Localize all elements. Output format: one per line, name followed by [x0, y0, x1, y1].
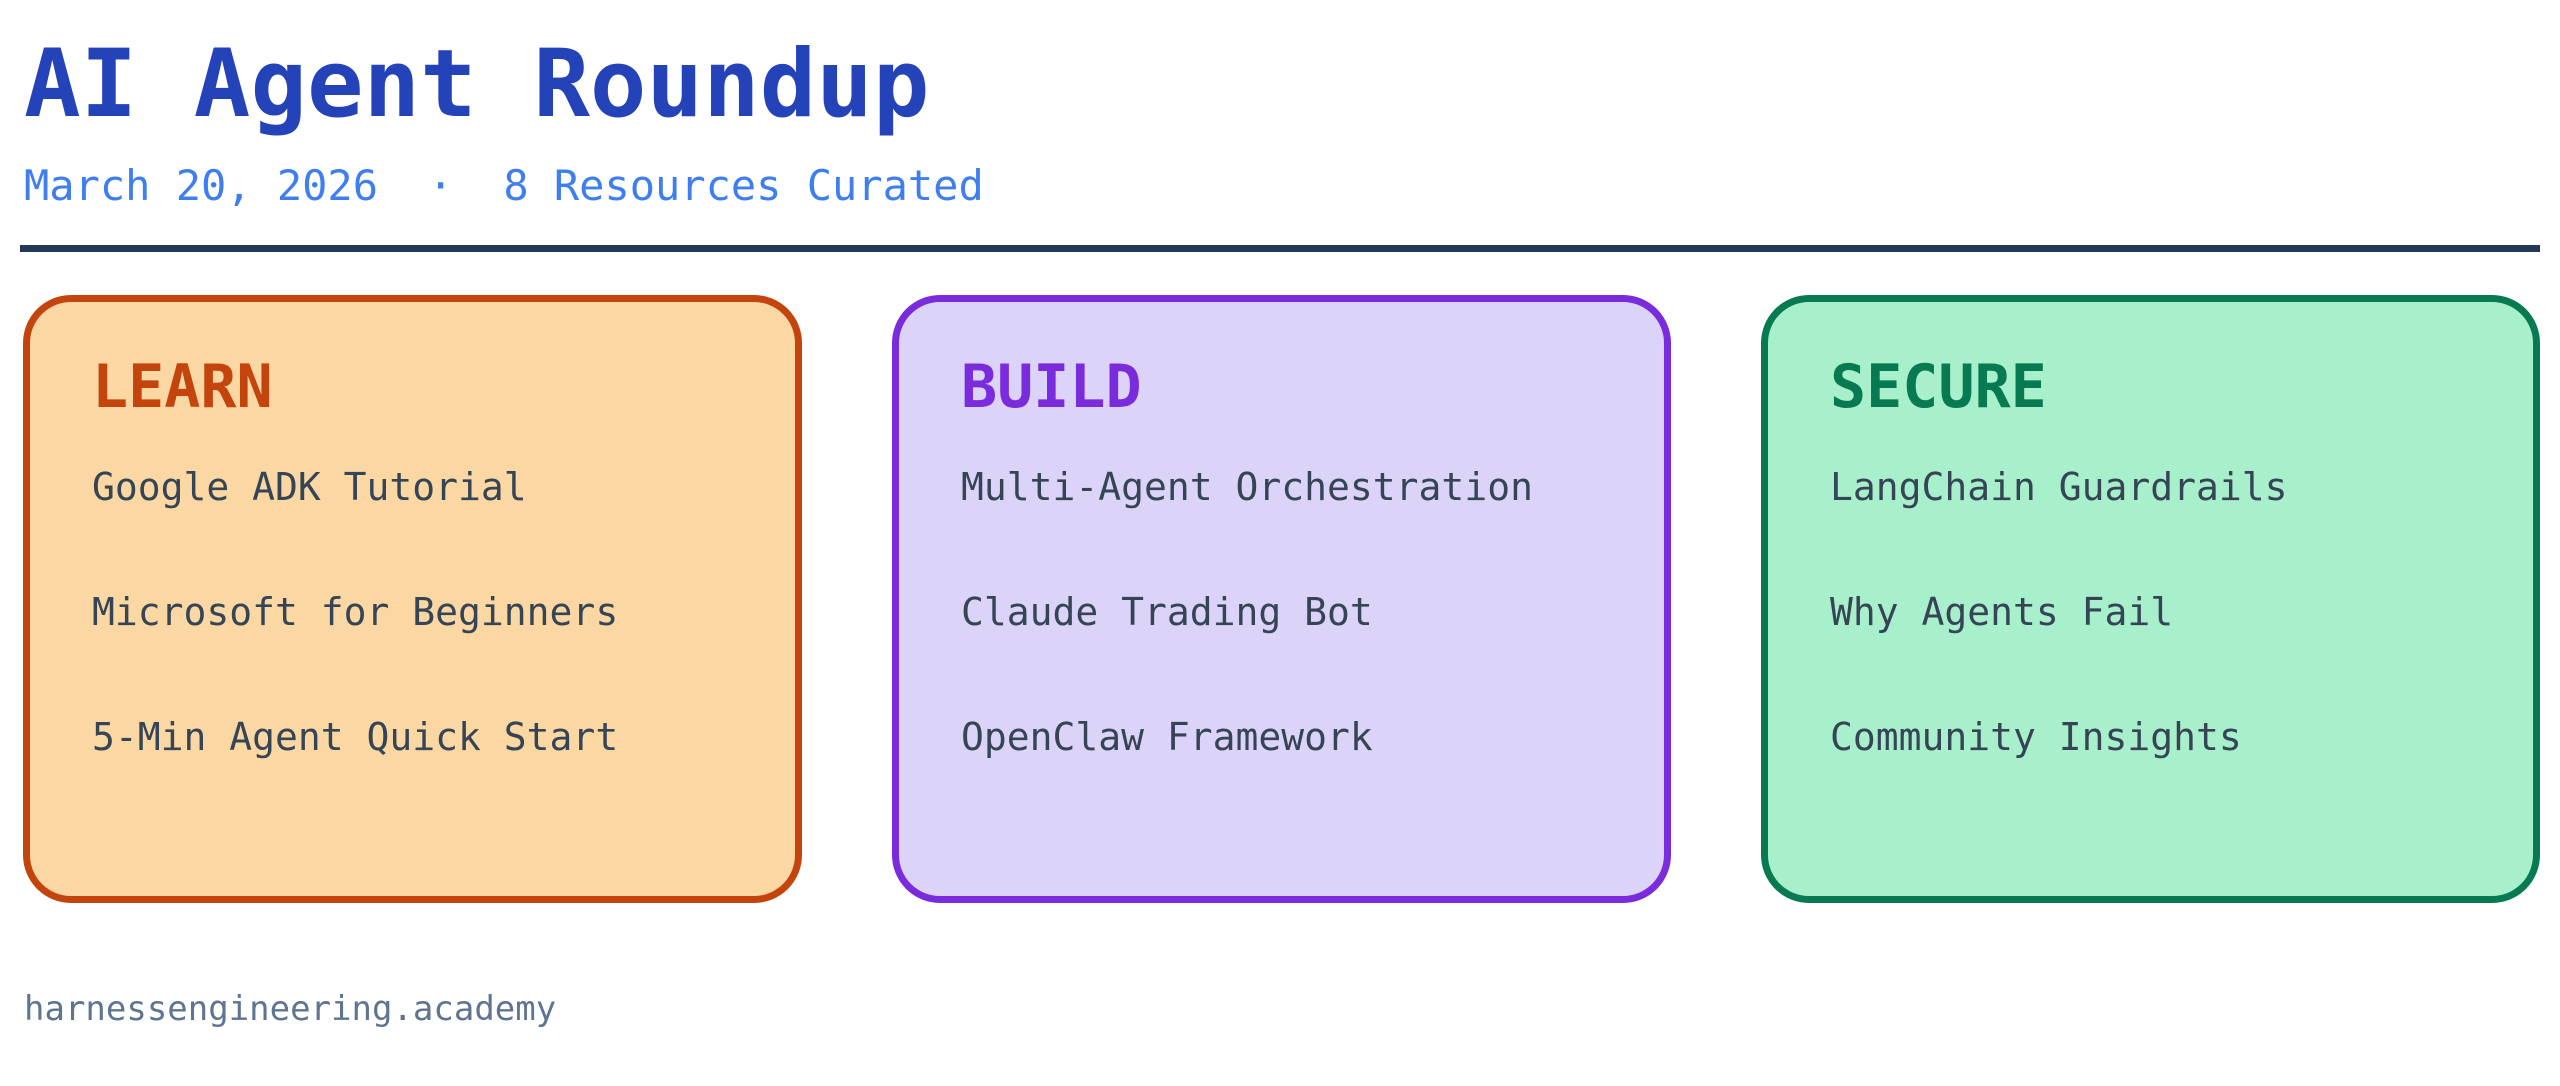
card-learn-title: LEARN [92, 352, 273, 423]
card-secure-title: SECURE [1830, 352, 2047, 423]
dot-separator: · [428, 160, 454, 210]
card-item: Microsoft for Beginners [92, 590, 619, 635]
card-item: OpenClaw Framework [961, 715, 1373, 760]
card-item: Claude Trading Bot [961, 590, 1373, 635]
resources-count: 8 Resources Curated [503, 160, 984, 210]
cards-row: LEARN Google ADK Tutorial Microsoft for … [23, 295, 2540, 904]
page-subtitle: March 20, 2026 · 8 Resources Curated [24, 161, 2560, 211]
card-learn: LEARN Google ADK Tutorial Microsoft for … [23, 295, 802, 904]
date-text: March 20, 2026 [24, 160, 379, 210]
card-item: Multi-Agent Orchestration [961, 465, 1533, 510]
footer-site: harnessengineering.academy [24, 989, 557, 1030]
card-secure: SECURE LangChain Guardrails Why Agents F… [1761, 295, 2540, 904]
card-build: BUILD Multi-Agent Orchestration Claude T… [892, 295, 1671, 904]
card-build-title: BUILD [961, 352, 1142, 423]
card-item: Google ADK Tutorial [92, 465, 527, 510]
card-item: Community Insights [1830, 715, 2242, 760]
divider [20, 245, 2540, 253]
page-title: AI Agent Roundup [24, 30, 930, 139]
card-build-items: Multi-Agent Orchestration Claude Trading… [961, 465, 1624, 759]
card-secure-items: LangChain Guardrails Why Agents Fail Com… [1830, 465, 2493, 759]
card-learn-items: Google ADK Tutorial Microsoft for Beginn… [92, 465, 755, 759]
card-item: Why Agents Fail [1830, 590, 2174, 635]
card-item: 5-Min Agent Quick Start [92, 715, 619, 760]
page: AI Agent Roundup March 20, 2026 · 8 Reso… [0, 30, 2560, 1086]
card-item: LangChain Guardrails [1830, 465, 2288, 510]
